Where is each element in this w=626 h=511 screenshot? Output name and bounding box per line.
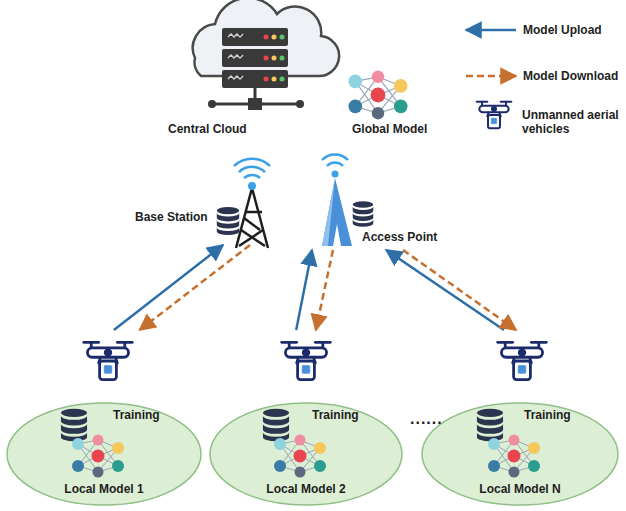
group-ellipse (5, 330, 203, 508)
group-ellipse (208, 330, 404, 508)
upload-arrow (296, 250, 312, 330)
group-ellipse (420, 330, 620, 508)
legend-text: Unmanned aerial vehicles (522, 108, 622, 136)
legend-text: Model Upload (523, 23, 602, 37)
node-label: Training (524, 408, 571, 422)
ellipsis: ...... (410, 410, 443, 428)
model-label: Local Model 2 (266, 482, 345, 496)
model-label: Local Model 1 (64, 482, 143, 496)
node-label: Central Cloud (168, 122, 247, 136)
model-label: Local Model N (479, 482, 560, 496)
download-arrow (140, 245, 250, 330)
upload-arrow (114, 245, 223, 330)
legend-text: Model Download (523, 69, 618, 83)
local-group: TrainingLocal Model N (420, 330, 620, 508)
access-point: Access Point (305, 160, 445, 250)
download-arrow (316, 250, 333, 330)
download-arrow (403, 250, 516, 330)
local-group: TrainingLocal Model 2 (208, 330, 404, 508)
node-label: Base Station (135, 210, 208, 224)
local-group: TrainingLocal Model 1 (5, 330, 203, 508)
node-label: Training (312, 408, 359, 422)
cloud-server: Central Cloud (150, 0, 370, 142)
node-label: Access Point (362, 230, 437, 244)
model-label: Global Model (352, 122, 427, 136)
upload-arrow (386, 250, 504, 330)
node-label: Training (113, 408, 160, 422)
base-station: Base Station (130, 150, 280, 245)
